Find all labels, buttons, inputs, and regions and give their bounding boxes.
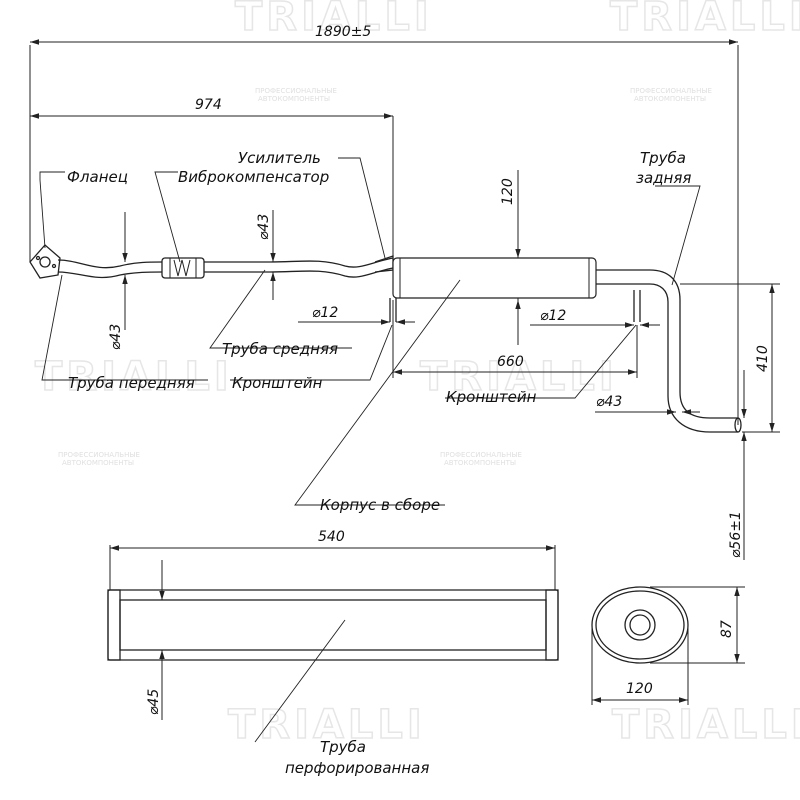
label-bracket-right: Кронштейн xyxy=(446,388,537,406)
label-bracket-left: Кронштейн xyxy=(232,374,323,392)
dimension-dia-56-label: ⌀56±1 xyxy=(728,511,744,558)
watermark-tagline: АВТОКОМПОНЕНТЫ xyxy=(634,95,706,103)
front-pipe xyxy=(57,259,163,269)
label-rear-pipe-line1: Труба xyxy=(640,149,686,167)
bracket-right xyxy=(633,290,641,322)
label-reinforcer: Усилитель xyxy=(238,149,321,167)
label-vibro-compensator: Виброкомпенсатор xyxy=(178,168,329,186)
exhaust-assembly xyxy=(29,244,742,433)
dimension-dia-12-right-label: ⌀12 xyxy=(540,308,566,324)
dimension-dia-12-right: ⌀12 xyxy=(530,308,660,328)
label-body-assembly: Корпус в сборе xyxy=(320,496,440,514)
oval-inner xyxy=(595,590,685,660)
dimension-dia-43-mid: ⌀43 xyxy=(256,210,276,300)
flange xyxy=(29,244,61,279)
bracket-left xyxy=(389,298,397,322)
label-perforated-pipe-line2: перфорированная xyxy=(285,759,429,777)
middle-pipe xyxy=(204,257,394,268)
dimension-120-top: 120 xyxy=(500,170,521,345)
oval-outer xyxy=(591,586,689,664)
watermark-brand: TRIALLI xyxy=(228,702,426,748)
rear-pipe-inner-edge xyxy=(596,283,738,433)
label-middle-pipe: Труба средняя xyxy=(222,340,338,358)
rear-pipe-outlet xyxy=(734,417,742,433)
dimension-120-section-label: 120 xyxy=(626,681,653,697)
label-flange: Фланец xyxy=(67,168,128,186)
dimension-dia-43-mid-label: ⌀43 xyxy=(256,214,272,240)
dimension-dia-43-front-label: ⌀43 xyxy=(108,324,124,350)
watermark-tagline: ПРОФЕССИОНАЛЬНЫЕ xyxy=(58,451,140,459)
vibro-compensator xyxy=(161,257,205,279)
dimension-dia-56: ⌀56±1 xyxy=(728,370,747,560)
watermark-brand: TRIALLI xyxy=(420,354,618,400)
watermark-tagline: ПРОФЕССИОНАЛЬНЫЕ xyxy=(630,87,712,95)
perforated-pipe-holes xyxy=(119,599,547,651)
watermark-tagline: АВТОКОМПОНЕНТЫ xyxy=(444,459,516,467)
muffler-body xyxy=(392,257,597,299)
oval-cross-section: 87 120 xyxy=(591,586,745,705)
dimension-974: 974 xyxy=(30,97,394,262)
oval-pipe-opening xyxy=(624,609,656,641)
watermark-tagline: ПРОФЕССИОНАЛЬНЫЕ xyxy=(255,87,337,95)
labels-top: Фланец Виброкомпенсатор Усилитель Труба … xyxy=(39,149,701,514)
label-front-pipe: Труба передняя xyxy=(68,374,195,392)
perforated-pipe-detail: 540 ⌀45 Труба перфорированная xyxy=(107,529,559,777)
dimension-dia-43-rear: ⌀43 xyxy=(595,394,700,415)
rear-pipe xyxy=(596,269,738,419)
dimension-87-label: 87 xyxy=(719,620,735,638)
watermark-tagline: АВТОКОМПОНЕНТЫ xyxy=(62,459,134,467)
dimension-dia-45-label: ⌀45 xyxy=(146,689,162,715)
oval-pipe-bore xyxy=(629,614,651,636)
dimension-120-top-label: 120 xyxy=(500,178,516,205)
front-pipe-lower-edge xyxy=(57,271,163,279)
dimension-540-label: 540 xyxy=(318,529,345,545)
watermark-tagline: АВТОКОМПОНЕНТЫ xyxy=(258,95,330,103)
dimension-dia-12-left-label: ⌀12 xyxy=(312,305,338,321)
dimension-410: 410 xyxy=(680,283,780,433)
watermark-brand: TRIALLI xyxy=(235,0,433,40)
watermark-brand: TRIALLI xyxy=(35,354,233,400)
label-rear-pipe-line2: задняя xyxy=(636,169,691,187)
label-perforated-pipe-line1: Труба xyxy=(320,738,366,756)
watermark-brand: TRIALLI xyxy=(610,0,800,40)
dimension-dia-12-left: ⌀12 xyxy=(298,305,415,325)
dimension-974-label: 974 xyxy=(195,97,222,113)
middle-pipe-lower-edge xyxy=(204,267,394,278)
dimension-total-length: 1890±5 xyxy=(29,24,739,425)
dimension-dia-43-rear-label: ⌀43 xyxy=(596,394,622,410)
watermark-group: TRIALLI TRIALLI TRIALLI TRIALLI TRIALLI … xyxy=(34,0,800,749)
dimension-dia-43-front: ⌀43 xyxy=(108,212,128,350)
dimension-total-length-label: 1890±5 xyxy=(315,24,371,40)
dimension-410-label: 410 xyxy=(755,345,771,372)
dimension-660-label: 660 xyxy=(497,354,524,370)
watermark-tagline: ПРОФЕССИОНАЛЬНЫЕ xyxy=(440,451,522,459)
watermark-brand: TRIALLI xyxy=(612,702,800,748)
